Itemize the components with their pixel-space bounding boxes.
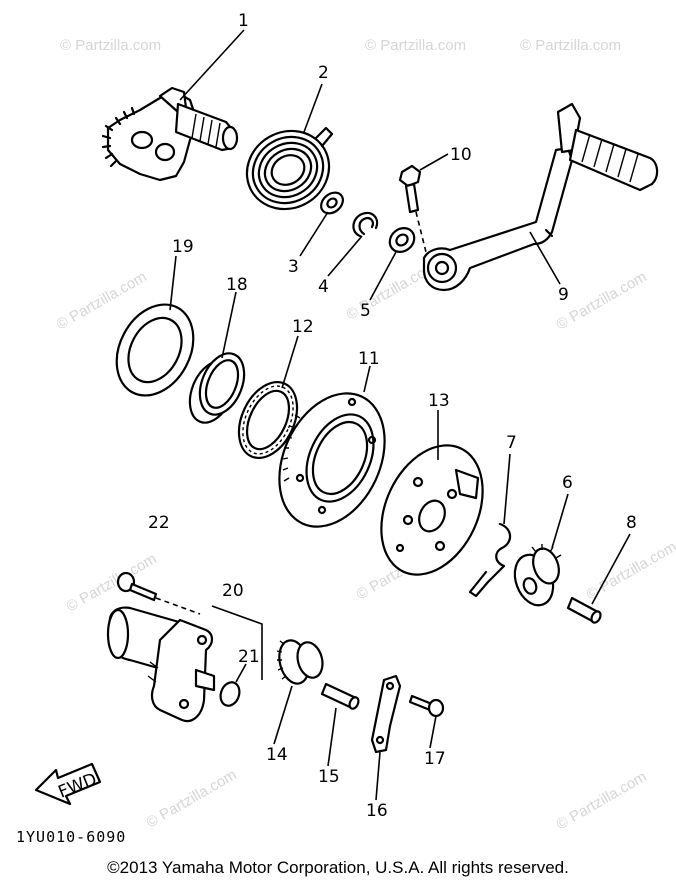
callout-14: 14 (266, 745, 288, 765)
callout-5: 5 (360, 301, 371, 321)
part-4-circlip (352, 211, 379, 238)
part-12-needle-bearing (237, 381, 299, 459)
callout-16: 16 (366, 801, 388, 821)
part-22-screw (116, 571, 201, 615)
callout-11: 11 (358, 349, 380, 369)
callout-17: 17 (424, 749, 446, 769)
copyright-notice: ©2013 Yamaha Motor Corporation, U.S.A. A… (107, 858, 569, 877)
part-7-spring-clip (468, 522, 512, 598)
callout-21: 21 (238, 647, 260, 667)
watermark: © Partzilla.com (520, 37, 621, 54)
part-19-thrust-washer (115, 303, 195, 397)
watermark: © Partzilla.com (60, 37, 161, 54)
part-18-bushing (188, 352, 246, 424)
part-21-o-ring (219, 681, 241, 707)
callout-2: 2 (318, 63, 329, 83)
part-11-clutch-gear (278, 392, 386, 528)
callout-18: 18 (226, 275, 248, 295)
part-9-kick-crank (422, 102, 659, 292)
part-15-shaft (320, 682, 360, 710)
callout-15: 15 (318, 767, 340, 787)
part-2-kick-spring (245, 126, 334, 211)
leader-lines (169, 29, 631, 801)
callout-20: 20 (222, 581, 244, 601)
callouts: 1 2 3 4 5 6 7 8 9 10 11 12 13 14 15 16 1… (148, 11, 637, 821)
diagram-code: 1YU010-6090 (16, 828, 126, 846)
callout-7: 7 (506, 433, 517, 453)
part-13-clutch-outer (380, 444, 484, 576)
callout-10: 10 (450, 145, 472, 165)
fwd-label: FWD (56, 769, 100, 802)
watermark: © Partzilla.com (144, 766, 240, 831)
callout-22: 22 (148, 513, 170, 533)
callout-8: 8 (626, 513, 637, 533)
callout-13: 13 (428, 391, 450, 411)
part-6-starter-gear (513, 544, 562, 607)
part-5-washer (388, 227, 416, 253)
callout-4: 4 (318, 277, 329, 297)
watermark: © Partzilla.com (64, 550, 160, 615)
part-1-kick-shaft (101, 86, 239, 182)
callout-1: 1 (238, 11, 249, 31)
callout-3: 3 (288, 257, 299, 277)
callout-9: 9 (558, 285, 569, 305)
part-10-bolt (398, 164, 427, 253)
part-20-starter-motor (106, 606, 216, 723)
callout-6: 6 (562, 473, 573, 493)
part-3-washer (320, 191, 344, 215)
part-17-screw (408, 694, 445, 718)
part-14-idler-gear (276, 639, 324, 685)
watermark: © Partzilla.com (554, 768, 650, 833)
callout-12: 12 (292, 317, 314, 337)
fwd-arrow-icon: FWD (34, 762, 102, 806)
watermark: © Partzilla.com (365, 37, 466, 54)
part-16-plate (370, 674, 402, 754)
callout-19: 19 (172, 237, 194, 257)
part-8-pin (566, 596, 602, 624)
